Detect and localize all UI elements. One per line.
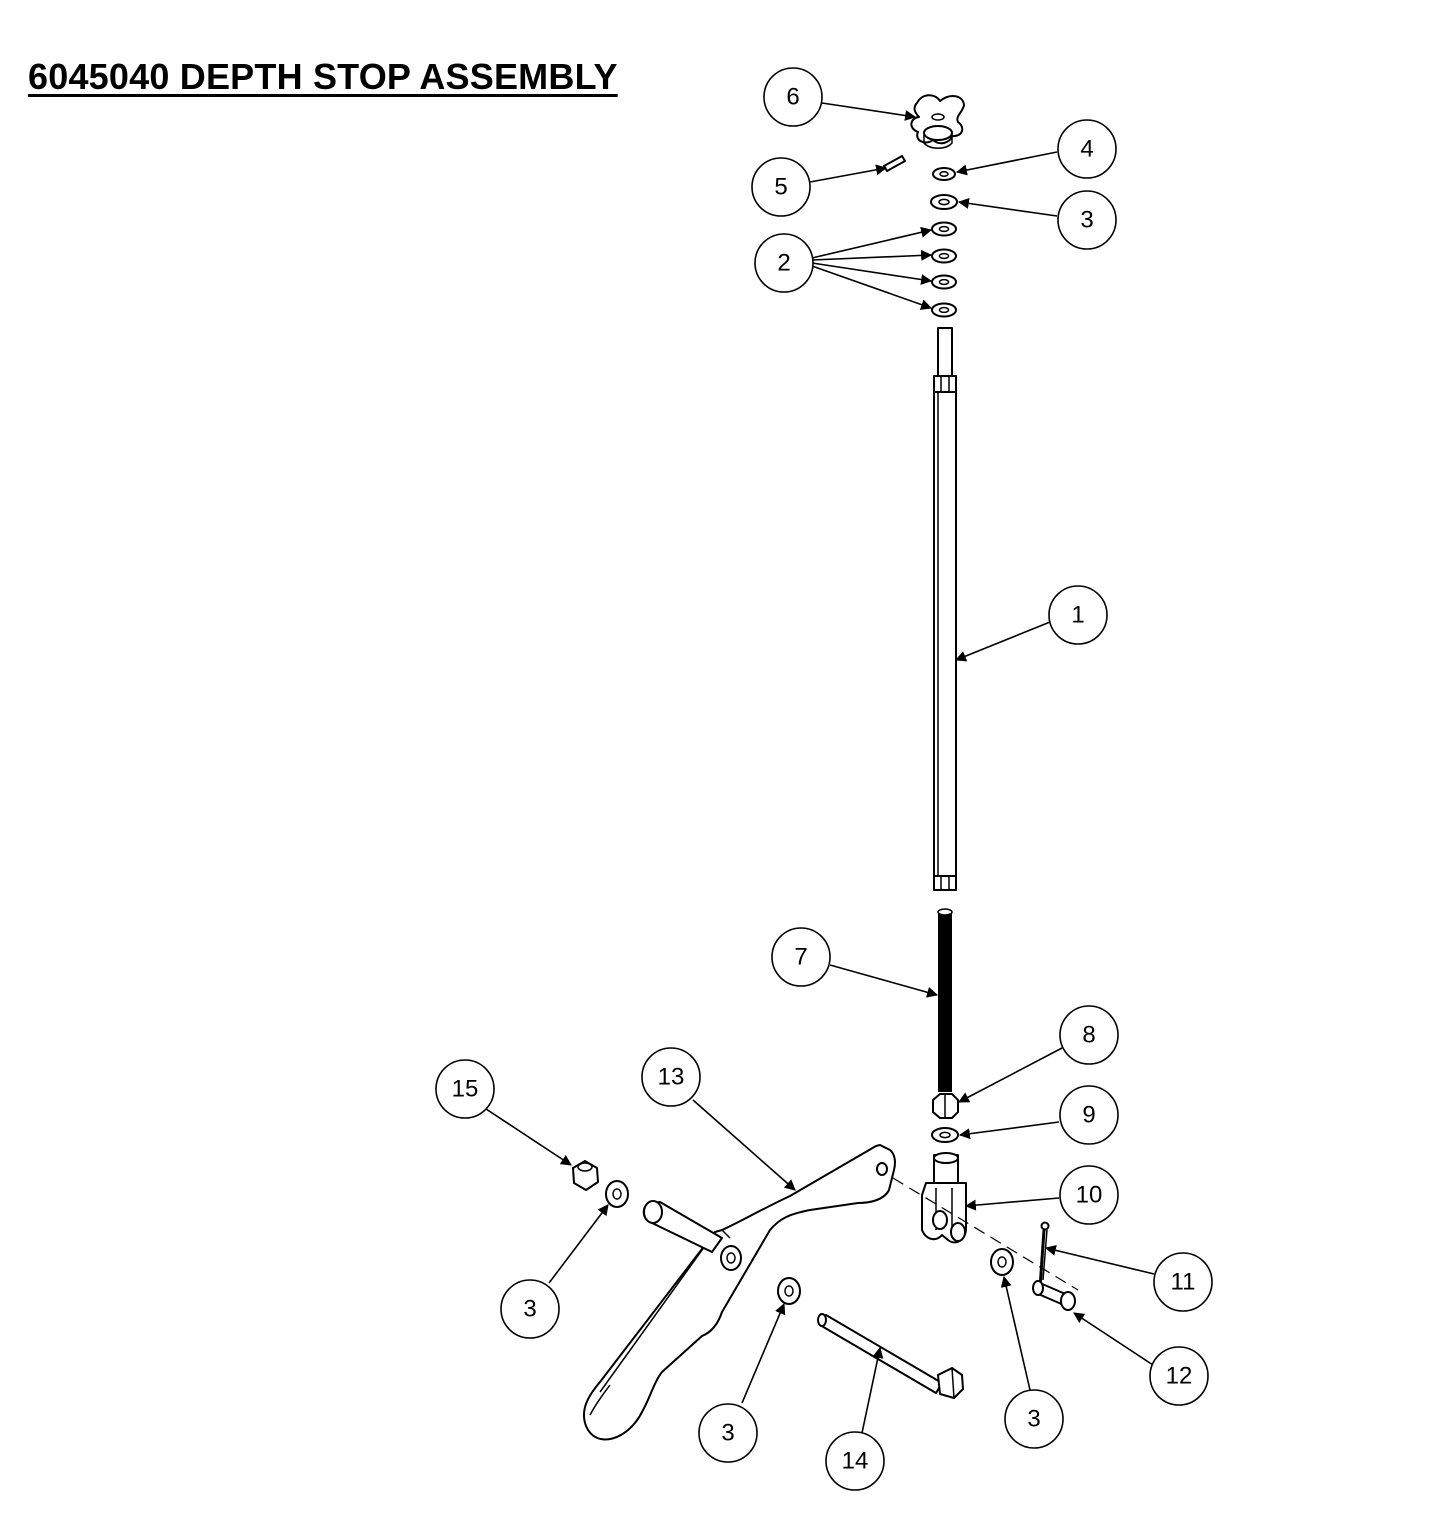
leader-lines bbox=[482, 102, 1155, 1434]
svg-text:14: 14 bbox=[842, 1448, 869, 1475]
svg-text:11: 11 bbox=[1171, 1269, 1196, 1296]
pivot-sleeve bbox=[642, 1200, 723, 1253]
svg-text:1: 1 bbox=[1071, 602, 1084, 629]
svg-text:10: 10 bbox=[1076, 1182, 1103, 1209]
part-2-shims bbox=[931, 221, 957, 318]
callout-14: 14 bbox=[825, 1431, 885, 1491]
part-14-bolt bbox=[817, 1313, 964, 1399]
callout-2: 2 bbox=[754, 233, 814, 293]
part-3-washer-right bbox=[990, 1248, 1014, 1276]
callout-3-middle: 3 bbox=[698, 1403, 758, 1463]
part-3-washer-middle bbox=[777, 1277, 801, 1305]
callout-3-right: 3 bbox=[1004, 1389, 1064, 1449]
svg-text:5: 5 bbox=[774, 174, 787, 201]
svg-text:6: 6 bbox=[786, 84, 799, 111]
part-1-depth-rod bbox=[933, 327, 957, 891]
svg-text:4: 4 bbox=[1080, 136, 1093, 163]
part-8-hex-nut bbox=[932, 1093, 959, 1119]
part-4-washer bbox=[932, 167, 956, 181]
svg-text:12: 12 bbox=[1166, 1363, 1193, 1390]
part-3-washer-top bbox=[930, 194, 958, 210]
svg-text:3: 3 bbox=[721, 1420, 734, 1447]
part-5-roll-pin bbox=[883, 155, 906, 172]
drawing-title: 6045040 DEPTH STOP ASSEMBLY bbox=[28, 56, 618, 97]
part-15-lock-nut bbox=[572, 1160, 599, 1191]
callout-10: 10 bbox=[1059, 1165, 1119, 1225]
callout-5: 5 bbox=[751, 157, 811, 217]
svg-text:3: 3 bbox=[1080, 207, 1093, 234]
svg-text:9: 9 bbox=[1082, 1102, 1095, 1129]
svg-text:8: 8 bbox=[1082, 1022, 1095, 1049]
part-10-clevis bbox=[921, 1152, 967, 1244]
callout-4: 4 bbox=[1057, 119, 1117, 179]
part-3-washer-left bbox=[605, 1180, 629, 1208]
svg-text:7: 7 bbox=[794, 944, 807, 971]
part-7-threaded-stud bbox=[937, 908, 953, 1092]
callout-13: 13 bbox=[641, 1047, 701, 1107]
callout-7: 7 bbox=[771, 927, 831, 987]
callout-12: 12 bbox=[1149, 1346, 1209, 1406]
assembly-center-line bbox=[892, 1177, 1079, 1291]
callout-6: 6 bbox=[763, 67, 823, 127]
callout-3-top: 3 bbox=[1057, 190, 1117, 250]
callout-9: 9 bbox=[1059, 1085, 1119, 1145]
callout-15: 15 bbox=[435, 1059, 495, 1119]
part-12-clevis-pin bbox=[1032, 1280, 1076, 1311]
svg-text:3: 3 bbox=[1027, 1406, 1040, 1433]
svg-text:13: 13 bbox=[658, 1064, 685, 1091]
callout-11: 11 bbox=[1153, 1252, 1213, 1312]
part-13-lever-arm bbox=[582, 1144, 896, 1441]
svg-text:15: 15 bbox=[452, 1076, 479, 1103]
callout-3-left: 3 bbox=[500, 1279, 560, 1339]
part-6-star-knob bbox=[910, 94, 965, 149]
svg-text:2: 2 bbox=[777, 250, 790, 277]
svg-text:3: 3 bbox=[523, 1296, 536, 1323]
callout-1: 1 bbox=[1048, 585, 1108, 645]
callout-8: 8 bbox=[1059, 1005, 1119, 1065]
part-9-washer bbox=[931, 1127, 959, 1143]
part-11-cotter-pin bbox=[1038, 1221, 1050, 1289]
